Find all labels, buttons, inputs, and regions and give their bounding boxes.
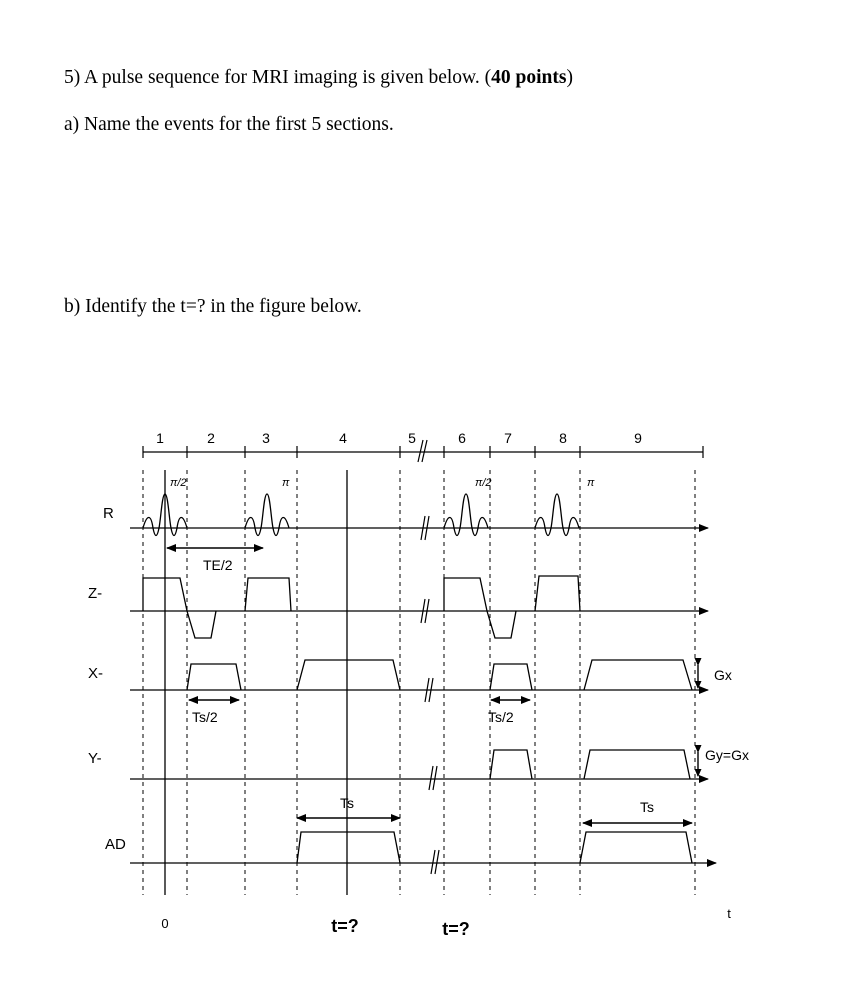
rf-pulses (142, 493, 580, 537)
row-label-y: Y- (88, 750, 102, 767)
ts-label-b: Ts (640, 799, 654, 815)
rf-flip-labels: π/2 π π/2 π (170, 477, 595, 489)
flip-label-90-a: π/2 (170, 477, 187, 489)
rf-pulse-90-b (443, 493, 489, 537)
question-part-a: a) Name the events for the first 5 secti… (64, 114, 394, 135)
time-markers (164, 470, 348, 895)
row-labels: R Z- X- Y- AD (88, 505, 126, 853)
section-number-4: 4 (339, 430, 347, 446)
rf-pulse-180-b (534, 493, 580, 537)
flip-label-180-a: π (282, 477, 290, 489)
section-number-3: 3 (262, 430, 270, 446)
gy-label: Gy=Gx (705, 747, 749, 763)
gx-label: Gx (714, 667, 732, 683)
section-number-5: 5 (408, 430, 416, 446)
channel-axes (130, 524, 717, 867)
ts-half-label-b: Ts/2 (488, 709, 514, 725)
axis-break-marks (420, 515, 440, 875)
section-number-7: 7 (504, 430, 512, 446)
section-numbers: 1 2 3 4 5 6 7 8 9 (156, 430, 642, 446)
time-axis-label: t (727, 906, 731, 921)
te-half-label: TE/2 (203, 557, 233, 573)
flip-label-90-b: π/2 (475, 477, 492, 489)
section-number-8: 8 (559, 430, 567, 446)
y-gradient (489, 749, 691, 780)
row-label-r: R (103, 505, 114, 522)
section-number-9: 9 (634, 430, 642, 446)
section-number-2: 2 (207, 430, 215, 446)
section-ruler (142, 439, 704, 463)
rf-pulse-90-a (142, 493, 188, 537)
row-label-z: Z- (88, 585, 102, 602)
z-gradient (142, 575, 581, 639)
question-title: 5) A pulse sequence for MRI imaging is g… (64, 67, 573, 88)
row-label-ad: AD (105, 836, 126, 853)
dashed-guides (142, 470, 696, 895)
acquisition-windows (296, 831, 693, 864)
ts-half-label-a: Ts/2 (192, 709, 218, 725)
time-unknown-label-a: t=? (331, 916, 359, 936)
section-number-1: 1 (156, 430, 164, 446)
time-unknown-label-b: t=? (442, 919, 470, 939)
section-number-6: 6 (458, 430, 466, 446)
flip-label-180-b: π (587, 477, 595, 489)
rf-pulse-180-a (244, 493, 290, 537)
question-points: 40 points (491, 67, 567, 88)
row-label-x: X- (88, 665, 103, 682)
ts-label-a: Ts (340, 795, 354, 811)
question-part-b: b) Identify the t=? in the figure below. (64, 296, 362, 317)
time-zero-label: 0 (161, 916, 168, 931)
x-gradient (186, 659, 693, 691)
